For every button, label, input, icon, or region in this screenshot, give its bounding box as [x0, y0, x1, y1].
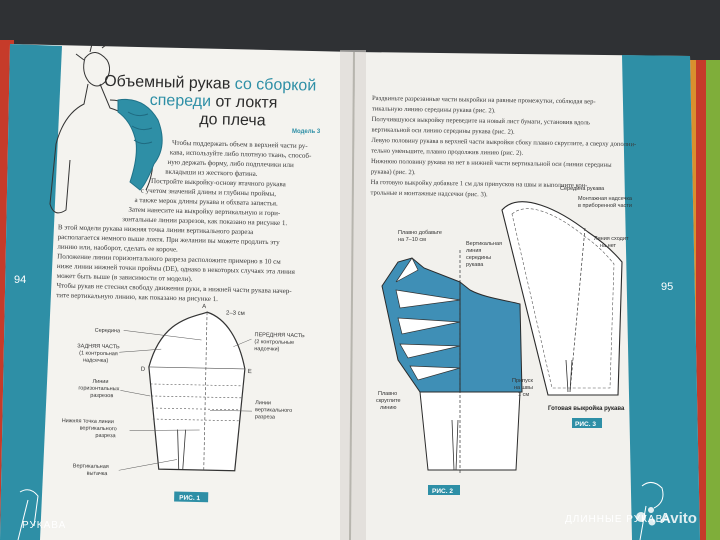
svg-text:спереди от локтя: спереди от локтя: [150, 92, 278, 112]
right_page-line: Раздвиньте разрезанные части выкройки на…: [372, 95, 596, 106]
svg-text:A: A: [202, 304, 206, 310]
sleeve-illustration: [117, 98, 163, 191]
svg-text:E: E: [248, 369, 252, 375]
svg-text:скруглите: скруглите: [376, 398, 401, 404]
avito-watermark: Avito: [636, 507, 697, 527]
svg-text:Припуск: Припуск: [512, 378, 534, 384]
svg-text:РИС. 3: РИС. 3: [575, 421, 596, 428]
left_page-line: ную держать форму, либо подплечики или: [167, 158, 294, 169]
right_page-line: тикальную линию середины рукава (рис. 2)…: [372, 105, 496, 114]
corner-sketch-left: [17, 489, 39, 540]
svg-text:вытачка: вытачка: [87, 471, 109, 477]
svg-text:D: D: [141, 367, 146, 373]
svg-text:Вертикальная: Вертикальная: [466, 241, 502, 247]
corner-sketch-right: [639, 482, 664, 540]
left_page-line: тите вертикальную линию, как показано на…: [56, 291, 218, 303]
svg-text:до плеча: до плеча: [199, 111, 266, 130]
left_page-line: линию или, наоборот, сделать ее короче.: [57, 243, 178, 254]
right-footer: ДЛИННЫЕ РУКАВА: [565, 514, 671, 525]
svg-text:линия: линия: [466, 248, 481, 254]
svg-text:Плавно: Плавно: [378, 391, 397, 397]
figure-2: Плавно добавьте на 7–10 см Вертикальная …: [376, 230, 523, 495]
left-footer: РУКАВА: [22, 520, 66, 531]
right_page-line: вертикальной оси линию середины рукава (…: [371, 126, 515, 135]
figure-3: Середина рукава Монтажная надсечка в при…: [501, 186, 633, 428]
svg-text:Монтажная надсечка: Монтажная надсечка: [578, 196, 633, 202]
right_page-line: На готовую выкройку добавьте 1 см для пр…: [371, 179, 588, 189]
left_page-line: с учетом значений длины и глубины проймы…: [141, 186, 277, 197]
svg-text:(2 контрольные: (2 контрольные: [254, 339, 294, 346]
figure-1: A 2–3 см D E Середина ЗАДНЯЯ ЧАСТЬ (1 ко…: [62, 304, 306, 503]
svg-text:ПЕРЕДНЯЯ ЧАСТЬ: ПЕРЕДНЯЯ ЧАСТЬ: [255, 332, 306, 339]
left_page-line: а также мерок длины рукава и обхвата зап…: [135, 196, 279, 208]
left-body-text: Чтобы поддержать объем в верхней части р…: [56, 139, 312, 303]
left_page-line: Чтобы поддержать объем в верхней части р…: [172, 139, 308, 150]
svg-text:рукава: рукава: [466, 262, 484, 268]
right_page-line: Нижнюю половину рукава на нет в нижней ч…: [371, 158, 612, 169]
svg-text:РИС. 1: РИС. 1: [179, 495, 200, 502]
svg-text:на 7–10 см: на 7–10 см: [398, 237, 426, 243]
right_page-line: Получившуюся выкройку переведите на новы…: [372, 116, 590, 126]
svg-text:Линия сходит: Линия сходит: [594, 236, 629, 242]
svg-text:разреза: разреза: [95, 433, 116, 439]
right_page-line: тельно уменьшите, плавно продолжив линию…: [371, 147, 523, 156]
svg-text:надсечка): надсечка): [83, 358, 109, 365]
svg-text:Середина рукава: Середина рукава: [560, 186, 605, 192]
svg-text:разреза: разреза: [255, 414, 276, 420]
left_page-line: Постройте выкройку-основу втачного рукав…: [151, 177, 287, 188]
svg-text:(1 контрольная: (1 контрольная: [79, 350, 118, 357]
svg-text:1 см: 1 см: [518, 392, 529, 398]
svg-text:Линии: Линии: [255, 400, 271, 406]
left-title: Объемный рукав со сборкой спереди от лок…: [104, 73, 316, 130]
svg-text:вертикального: вертикального: [255, 407, 292, 414]
right-body-text: Раздвиньте разрезанные части выкройки на…: [370, 95, 636, 198]
svg-text:надсечки): надсечки): [254, 346, 279, 353]
svg-text:линию: линию: [380, 405, 397, 411]
svg-text:вертикального: вертикального: [80, 425, 117, 432]
left-teal-band: [0, 44, 62, 540]
svg-text:на швы: на швы: [514, 385, 533, 391]
left_page-line: может быть выше (в зависимости от модели…: [57, 272, 193, 283]
left_page-line: кава, используйте либо плотную ткань, сп…: [170, 148, 312, 159]
svg-text:Объемный рукав со сборкой: Объемный рукав со сборкой: [104, 73, 316, 95]
svg-text:Avito: Avito: [660, 510, 697, 527]
model-label: Модель 3: [292, 129, 321, 135]
svg-text:РИС. 2: РИС. 2: [432, 488, 453, 495]
svg-text:середины: середины: [466, 255, 491, 261]
svg-text:горизонтальных: горизонтальных: [78, 385, 119, 392]
svg-text:Линии: Линии: [93, 379, 109, 385]
right_page-line: трольные и монтажные надсечки (рис. 3).: [370, 189, 488, 198]
svg-text:Нижняя точка линии: Нижняя точка линии: [62, 418, 114, 425]
svg-text:на нет: на нет: [600, 243, 617, 249]
svg-text:2–3 см: 2–3 см: [226, 311, 245, 317]
svg-text:Готовая выкройка рукава: Готовая выкройка рукава: [548, 405, 625, 412]
svg-text:разрезов: разрезов: [90, 393, 113, 399]
left_page-line: вкладыши из жесткого фатина.: [165, 168, 258, 178]
right-teal-band: [622, 55, 700, 540]
svg-text:Середина: Середина: [95, 328, 121, 335]
left-page: [0, 44, 355, 540]
left_page-line: Затем нанесите на выкройку вертикальную …: [128, 206, 281, 218]
svg-text:ЗАДНЯЯ ЧАСТЬ: ЗАДНЯЯ ЧАСТЬ: [77, 343, 120, 350]
svg-text:в приборенной части: в приборенной части: [578, 202, 632, 209]
svg-text:Вертикальная: Вертикальная: [73, 463, 109, 470]
right_page-line: Левую половину рукава в верхней части вы…: [371, 137, 636, 148]
right-page-number: 95: [661, 281, 673, 293]
right_page-line: рукава) (рис. 2).: [371, 168, 416, 176]
left-page-number: 94: [14, 274, 26, 286]
svg-text:Плавно добавьте: Плавно добавьте: [398, 230, 442, 236]
